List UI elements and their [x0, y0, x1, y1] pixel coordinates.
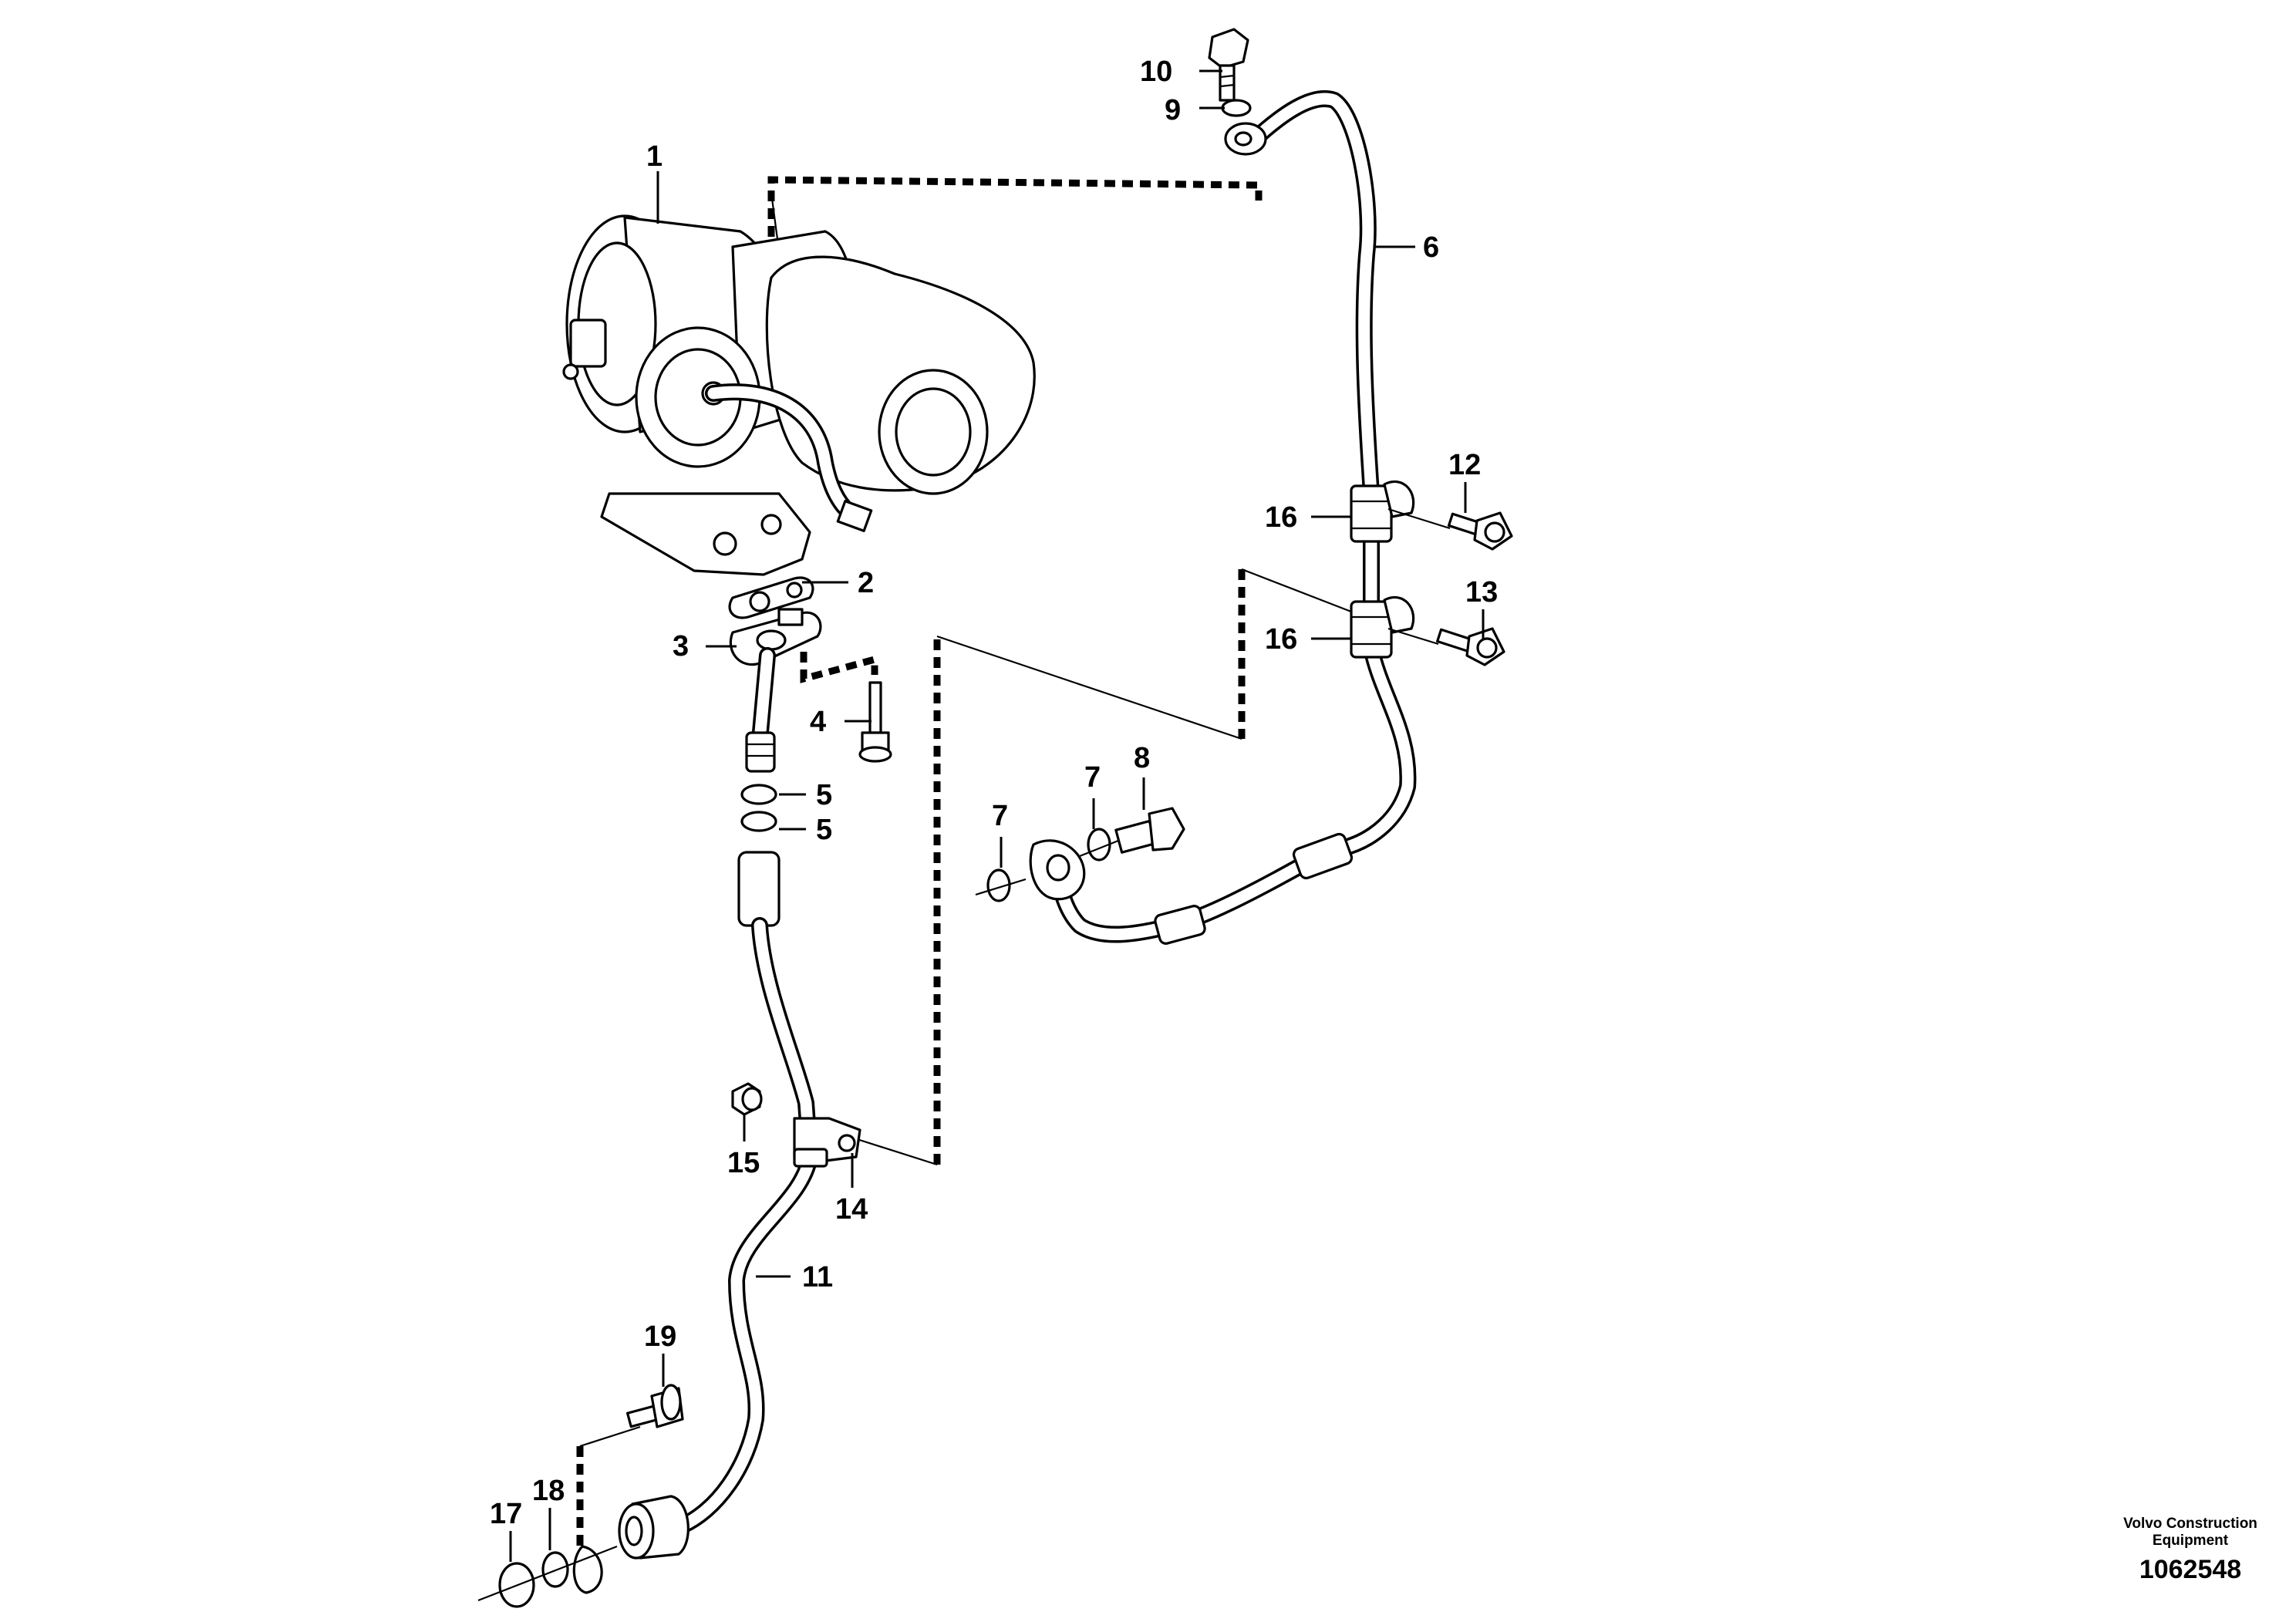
nut-part-15: [731, 1082, 763, 1116]
callout-10: 10: [1140, 56, 1172, 88]
callout-2: 2: [858, 567, 874, 599]
callout-9: 9: [1165, 94, 1181, 126]
callout-13: 13: [1465, 576, 1498, 609]
bracket-part-16-lower: [1350, 595, 1415, 659]
callout-11: 11: [802, 1261, 833, 1293]
bolt-part-13: [1387, 627, 1505, 666]
callout-7a: 7: [992, 800, 1008, 832]
dashed-reference-line-top: [767, 176, 1263, 255]
reference-line-bolt-19: [579, 1425, 641, 1448]
o-ring-part-5-upper: [740, 784, 777, 805]
callout-14: 14: [835, 1193, 868, 1226]
gasket-part-2: [728, 576, 814, 619]
manufacturer-line-2: Equipment: [2152, 1533, 2229, 1549]
bolt-part-19: [625, 1384, 684, 1428]
callout-16b: 16: [1265, 623, 1297, 656]
callout-18: 18: [532, 1475, 565, 1507]
o-ring-part-5-lower: [740, 811, 777, 832]
banjo-bolt-part-8: [1079, 807, 1185, 858]
bolt-part-12: [1387, 508, 1513, 551]
oil-supply-pipe-part-6: [1029, 90, 1417, 945]
callout-12: 12: [1448, 449, 1481, 481]
callout-5a: 5: [816, 779, 832, 811]
reference-line-clamp-lower: [851, 1136, 938, 1166]
bracket-part-16-upper: [1350, 480, 1415, 543]
callout-4: 4: [810, 706, 826, 738]
callout-7b: 7: [1084, 761, 1101, 794]
reference-line-bracket-upper: [1241, 568, 1366, 619]
oil-return-hose-part-11: [618, 851, 818, 1560]
drawing-number: 1062548: [2139, 1555, 2242, 1584]
washer-part-9: [1221, 99, 1252, 117]
banjo-bolt-part-10: [1208, 28, 1249, 102]
callout-1: 1: [646, 140, 663, 173]
callout-17: 17: [490, 1498, 522, 1530]
washer-part-7-left: [986, 868, 1011, 902]
callout-16a: 16: [1265, 501, 1297, 534]
reference-line-diagonal: [936, 635, 1242, 740]
callout-19: 19: [644, 1320, 676, 1353]
leader-lines: [509, 69, 1485, 1562]
callout-8: 8: [1134, 742, 1150, 774]
manufacturer-label: Volvo Construction Equipment: [2082, 1516, 2296, 1549]
callout-6: 6: [1423, 231, 1439, 264]
clamp-part-14: [793, 1117, 861, 1168]
bolt-part-4: [858, 681, 892, 763]
callout-5b: 5: [816, 814, 832, 846]
manufacturer-line-1: Volvo Construction: [2123, 1516, 2257, 1532]
drain-fitting-rings: [745, 731, 776, 773]
callout-15: 15: [727, 1147, 760, 1179]
turbocharger-part: [562, 214, 1036, 576]
snap-ring: [572, 1545, 603, 1594]
callout-3: 3: [673, 630, 689, 663]
dashed-reference-line-flange: [800, 652, 878, 683]
